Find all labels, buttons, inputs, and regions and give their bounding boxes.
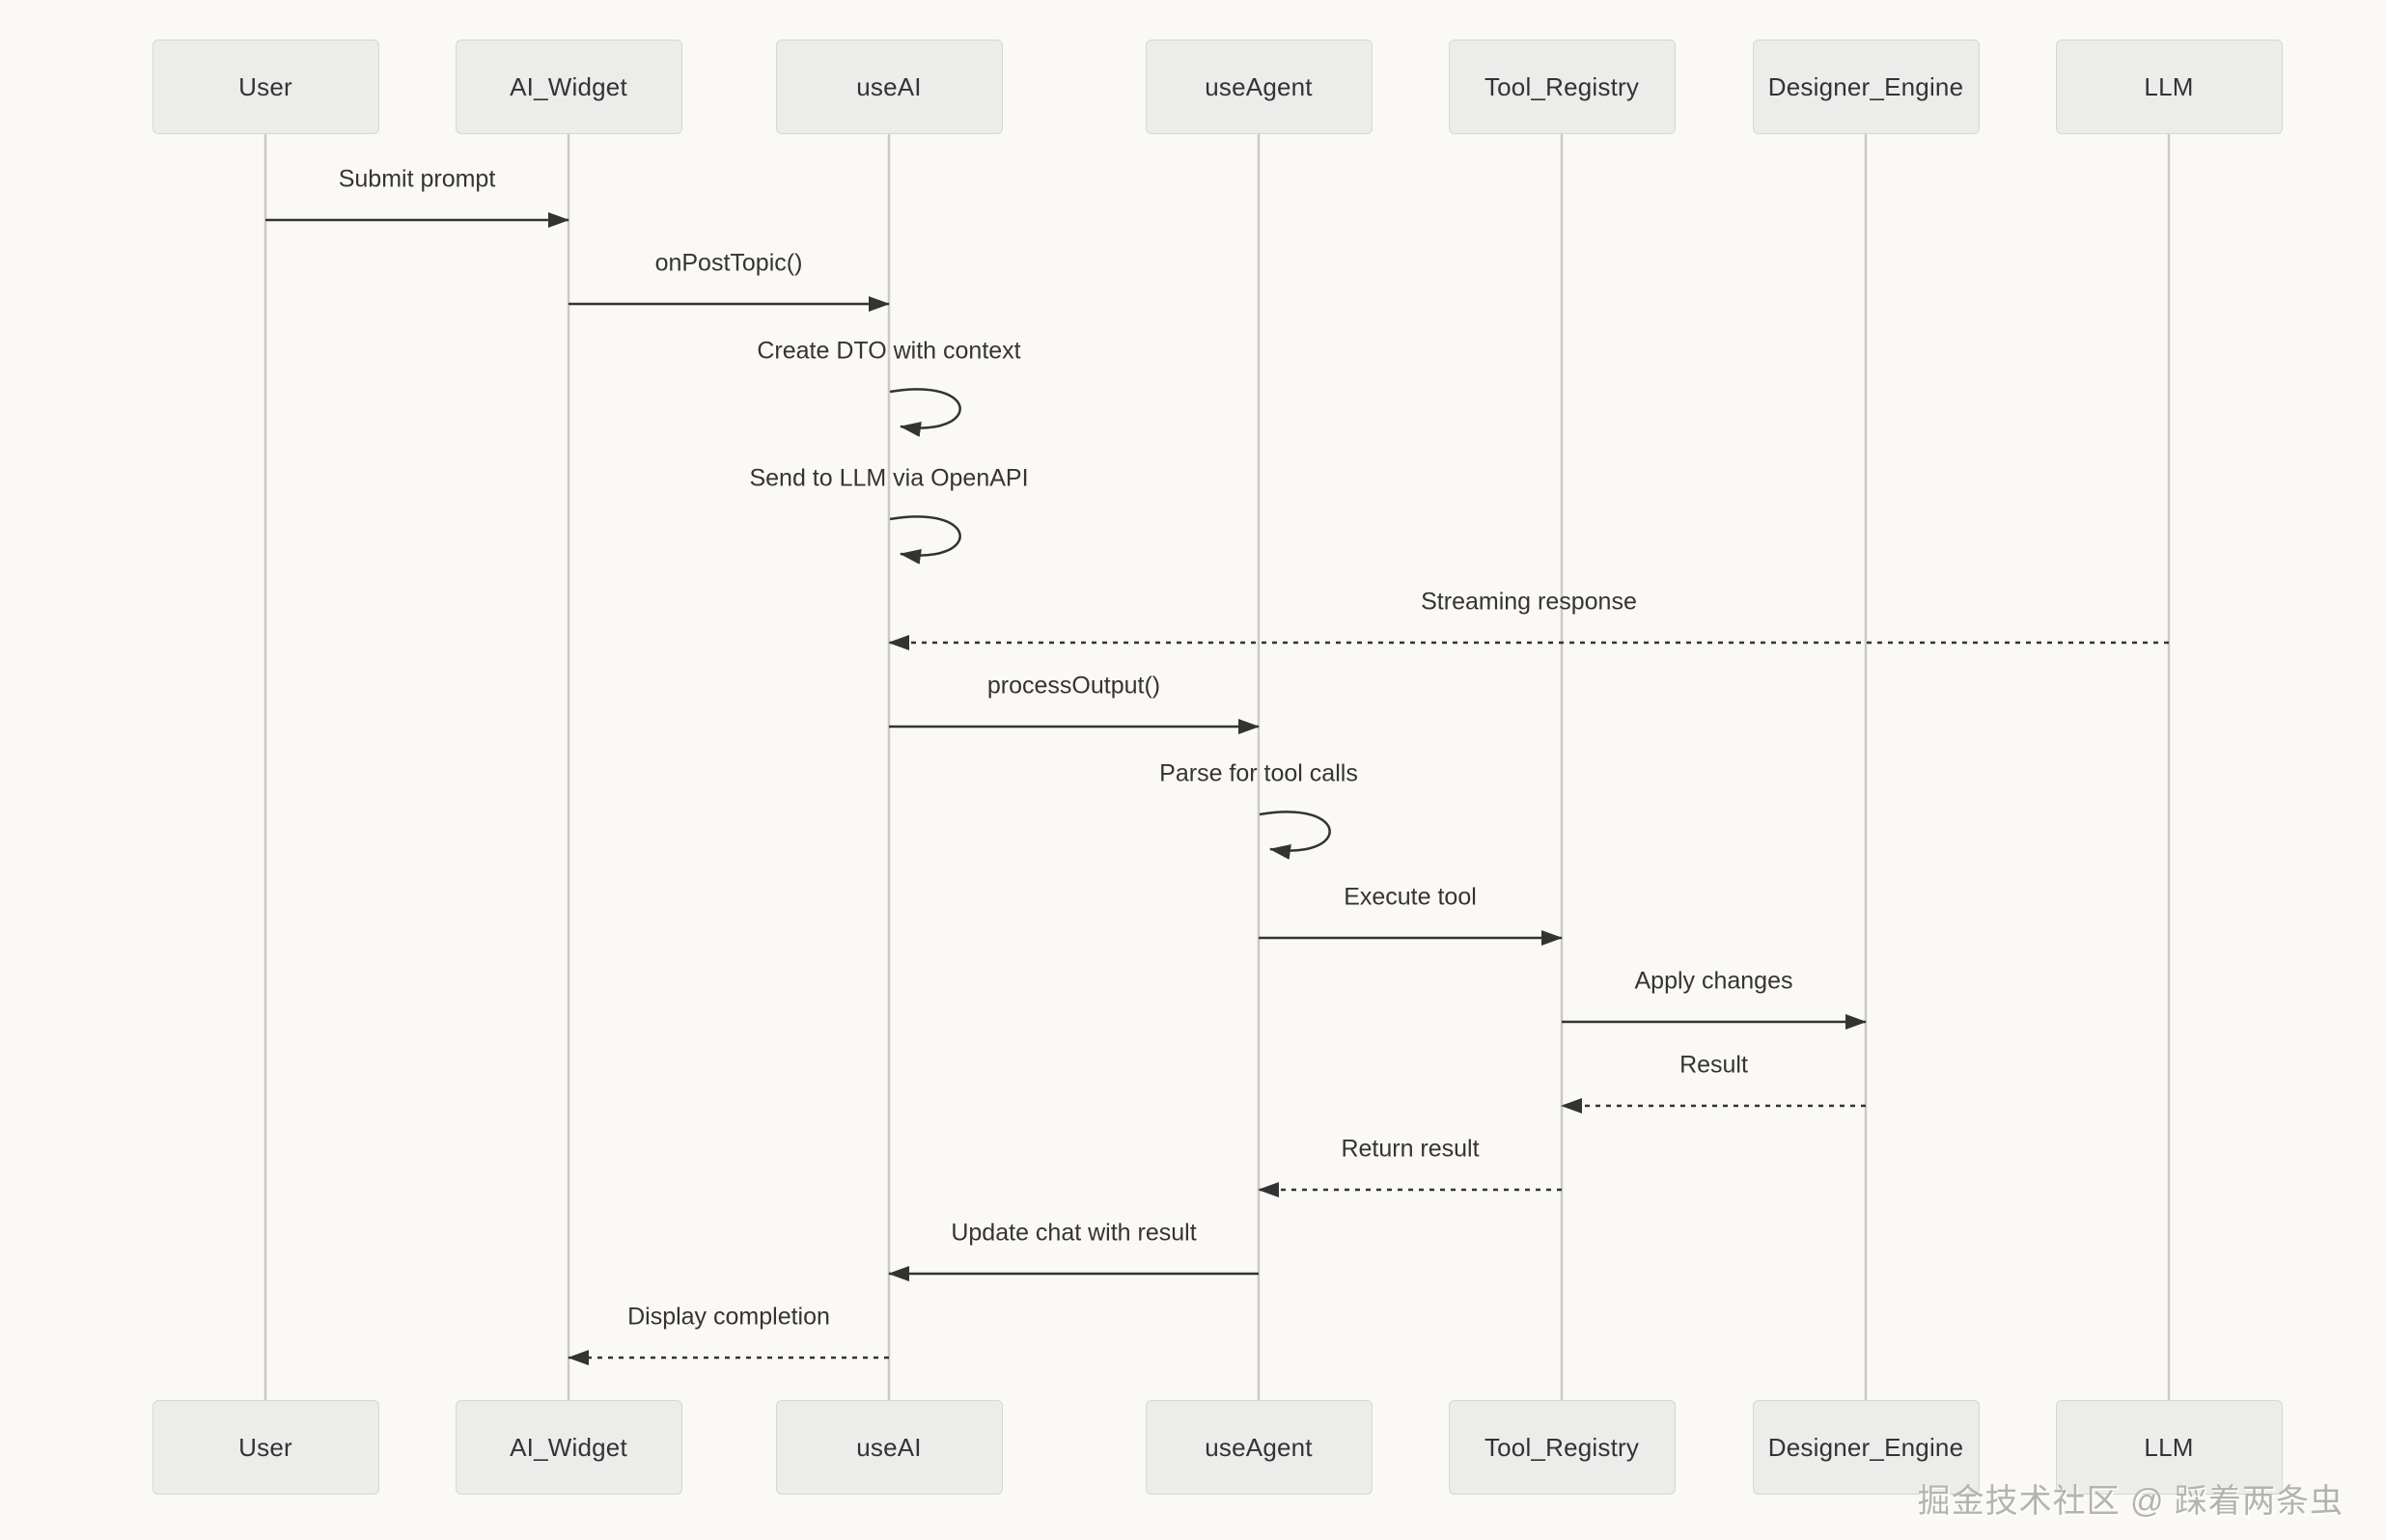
watermark: 掘金技术社区 @ 踩着两条虫 bbox=[1917, 1483, 2344, 1520]
participant-label: useAI bbox=[856, 71, 922, 101]
participant-label: AI_Widget bbox=[510, 71, 627, 101]
message-label: Streaming response bbox=[1421, 588, 1637, 616]
participant-label: Tool_Registry bbox=[1484, 71, 1640, 101]
participant-box-top: useAgent bbox=[1145, 40, 1373, 134]
participant-label: LLM bbox=[2144, 71, 2194, 101]
participant-box-top: LLM bbox=[2055, 40, 2283, 134]
participant-box-bottom: LLM bbox=[2055, 1400, 2283, 1495]
participant-box-bottom: Tool_Registry bbox=[1448, 1400, 1676, 1495]
self-message-loop bbox=[889, 388, 961, 437]
participant-label: User bbox=[238, 71, 292, 101]
participant-label: Designer_Engine bbox=[1767, 1432, 1964, 1462]
message-label: Parse for tool calls bbox=[1159, 759, 1358, 787]
participant-label: AI_Widget bbox=[510, 1432, 627, 1462]
message-label: processOutput() bbox=[986, 672, 1161, 700]
participant-box-top: useAI bbox=[775, 40, 1003, 134]
participant-box-top: Tool_Registry bbox=[1448, 40, 1676, 134]
participant-box-bottom: useAI bbox=[775, 1400, 1003, 1495]
message-label: Execute tool bbox=[1344, 883, 1477, 911]
participant-box-top: Designer_Engine bbox=[1752, 40, 1980, 134]
participant-box-bottom: AI_Widget bbox=[455, 1400, 682, 1495]
message-label: Display completion bbox=[627, 1303, 830, 1331]
message-label: Create DTO with context bbox=[757, 337, 1021, 365]
participant-box-top: AI_Widget bbox=[455, 40, 682, 134]
message-label: Send to LLM via OpenAPI bbox=[749, 464, 1029, 492]
participant-label: Designer_Engine bbox=[1767, 71, 1964, 101]
participant-label: User bbox=[238, 1432, 292, 1462]
self-message-loop bbox=[1259, 811, 1331, 860]
message-label: Submit prompt bbox=[338, 165, 496, 193]
participant-box-bottom: Designer_Engine bbox=[1752, 1400, 1980, 1495]
message-label: Apply changes bbox=[1634, 967, 1793, 995]
participant-box-bottom: useAgent bbox=[1145, 1400, 1373, 1495]
participant-label: Tool_Registry bbox=[1484, 1432, 1640, 1462]
participant-label: useAgent bbox=[1205, 1432, 1313, 1462]
message-label: Return result bbox=[1341, 1135, 1480, 1163]
participant-label: useAgent bbox=[1205, 71, 1313, 101]
self-message-loop bbox=[889, 515, 961, 564]
participant-box-bottom: User bbox=[152, 1400, 379, 1495]
participant-box-top: User bbox=[152, 40, 379, 134]
message-label: Update chat with result bbox=[951, 1219, 1197, 1247]
participant-label: useAI bbox=[856, 1432, 922, 1462]
message-label: Result bbox=[1679, 1051, 1748, 1079]
message-label: onPostTopic() bbox=[654, 249, 803, 277]
participant-label: LLM bbox=[2144, 1432, 2194, 1462]
